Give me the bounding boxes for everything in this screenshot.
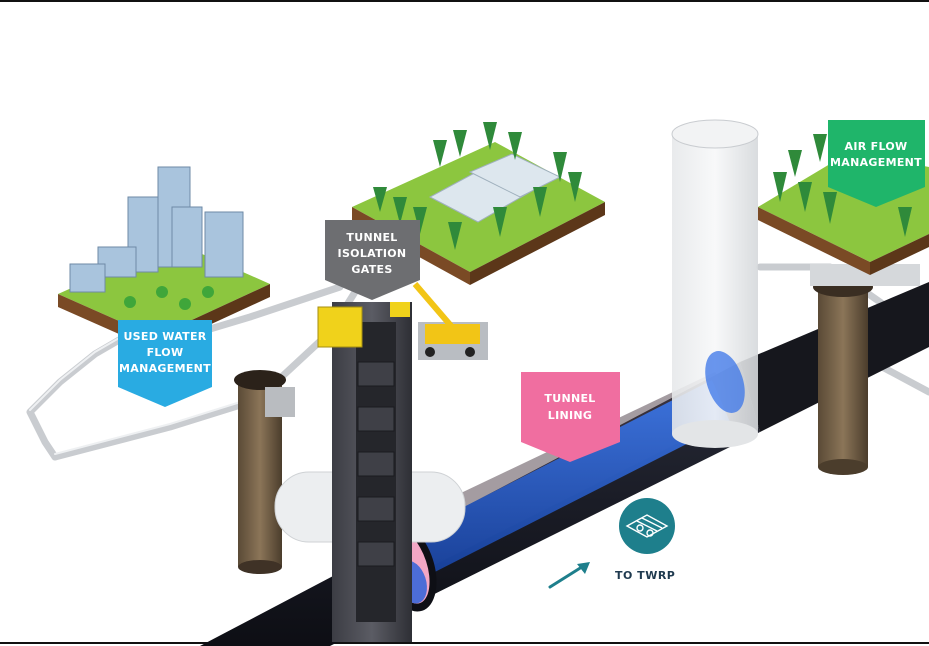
used-water-shield (118, 320, 212, 407)
crane-truck (412, 282, 488, 360)
isolation-gate-shaft (317, 302, 412, 642)
tunnel-lining-label-line2: LINING (548, 409, 592, 422)
used-water-label-line3: MANAGEMENT (119, 362, 211, 375)
treatment-plant-glyph (625, 514, 669, 538)
glass-shaft (671, 119, 759, 448)
air-flow-shield (828, 120, 925, 207)
arrow-icon (548, 562, 590, 589)
air-flow-management-callout: AIR FLOW MANAGEMENT (828, 120, 925, 207)
used-water-label-line2: FLOW (147, 346, 184, 359)
used-water-label-line1: USED WATER (123, 330, 206, 343)
tunnel-gates-label-line1: TUNNEL (346, 231, 397, 244)
tunnel-gates-shield (325, 220, 420, 300)
twrp-badge: TO TWRP (615, 498, 675, 582)
tunnel-isolation-gates-callout: TUNNEL ISOLATION GATES (325, 220, 420, 300)
tunnel-lining-callout: TUNNEL LINING (521, 372, 620, 462)
air-flow-shaft (810, 264, 920, 475)
tunnel-lining-shield (521, 372, 620, 462)
used-water-shaft (234, 370, 295, 574)
air-flow-label-line2: MANAGEMENT (830, 156, 922, 169)
tunnel-gates-label-line3: GATES (351, 263, 392, 276)
to-twrp-label: TO TWRP (615, 569, 675, 582)
tunnel-gates-label-line2: ISOLATION (338, 247, 407, 260)
tunnel-lining-label-line1: TUNNEL (544, 392, 595, 405)
used-water-flow-management-callout: USED WATER FLOW MANAGEMENT (118, 320, 212, 407)
air-flow-label-line1: AIR FLOW (845, 140, 908, 153)
